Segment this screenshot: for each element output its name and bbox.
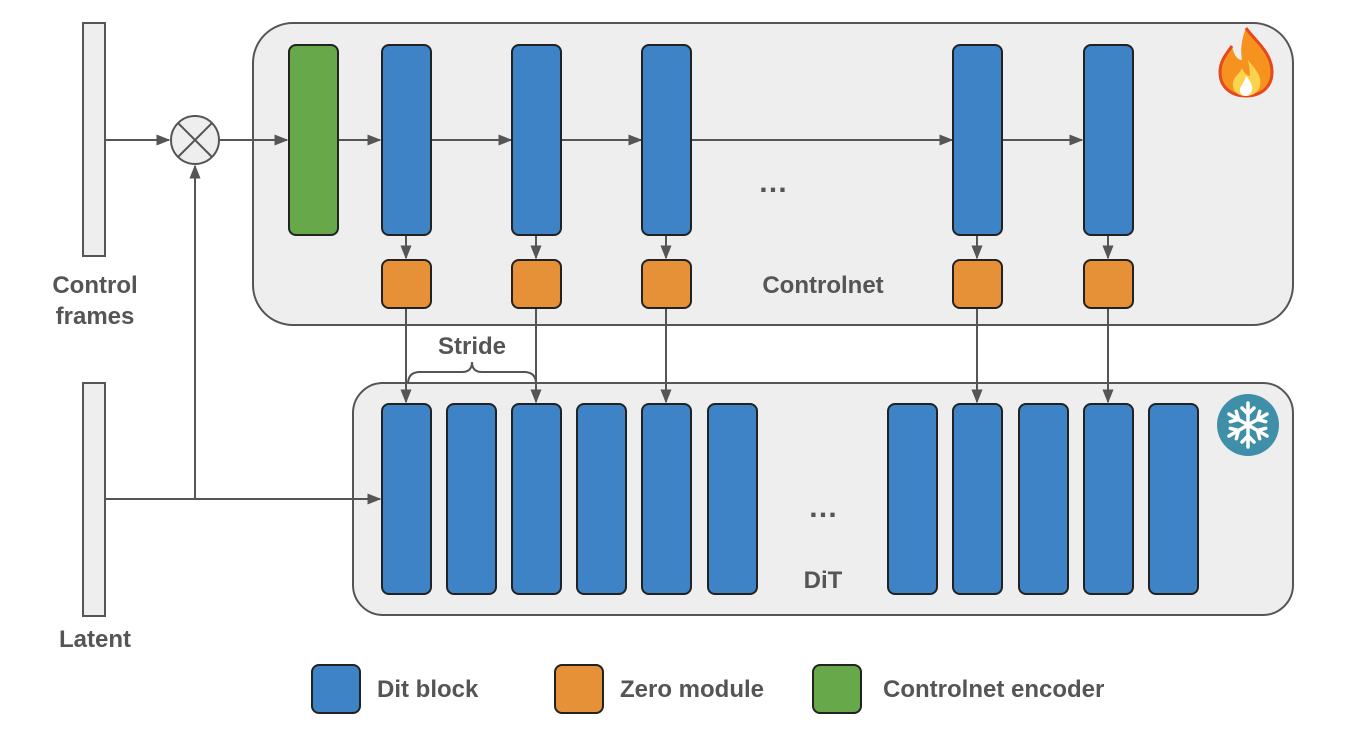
- zero-module: [1083, 259, 1134, 309]
- controlnet-blocks: [381, 44, 1134, 236]
- controlnet-dit-block: [1083, 44, 1134, 236]
- stride-label: Stride: [438, 333, 506, 360]
- legend: Dit block Zero module Controlnet encoder: [311, 664, 1104, 714]
- control-frames-label-line2: frames: [56, 303, 135, 330]
- dit-blocks: [381, 403, 1199, 595]
- zero-modules: [381, 259, 1134, 309]
- dit-block: [381, 403, 432, 595]
- controlnet-dit-block: [511, 44, 562, 236]
- legend-label-zero-module: Zero module: [620, 676, 764, 703]
- control-frames-bar: [82, 22, 106, 257]
- controlnet-dit-block: [952, 44, 1003, 236]
- zero-module: [511, 259, 562, 309]
- zero-module: [952, 259, 1003, 309]
- legend-swatch-zero-module: [554, 664, 604, 714]
- dit-block: [511, 403, 562, 595]
- zero-module: [381, 259, 432, 309]
- controlnet-dit-block: [381, 44, 432, 236]
- controlnet-label: Controlnet: [762, 272, 883, 299]
- zero-module: [641, 259, 692, 309]
- dit-block: [576, 403, 627, 595]
- legend-label-dit-block: Dit block: [377, 676, 479, 703]
- block-to-zero-arrows: [400, 236, 1114, 260]
- dit-block: [1083, 403, 1134, 595]
- dit-block: [952, 403, 1003, 595]
- dit-label: DiT: [804, 567, 843, 594]
- fire-icon: [1218, 27, 1274, 98]
- legend-label-controlnet-encoder: Controlnet encoder: [883, 676, 1104, 703]
- dit-block: [641, 403, 692, 595]
- legend-swatch-dit-block: [311, 664, 361, 714]
- control-frames-label-line1: Control: [52, 272, 137, 299]
- latent-bar: [82, 382, 106, 617]
- controlnet-dit-block: [641, 44, 692, 236]
- stride-brace: [407, 361, 537, 385]
- multiply-node: [170, 115, 220, 165]
- legend-swatch-controlnet-encoder: [812, 664, 862, 714]
- dit-block: [1148, 403, 1199, 595]
- controlnet-ellipsis: …: [758, 166, 788, 199]
- dit-block: [446, 403, 497, 595]
- dit-block: [1018, 403, 1069, 595]
- dit-ellipsis: …: [808, 491, 838, 524]
- latent-label: Latent: [59, 626, 131, 653]
- dit-block: [887, 403, 938, 595]
- zero-to-dit-arrows: [400, 309, 1114, 404]
- dit-block: [707, 403, 758, 595]
- controlnet-encoder: [288, 44, 339, 236]
- snowflake-icon: [1217, 394, 1279, 456]
